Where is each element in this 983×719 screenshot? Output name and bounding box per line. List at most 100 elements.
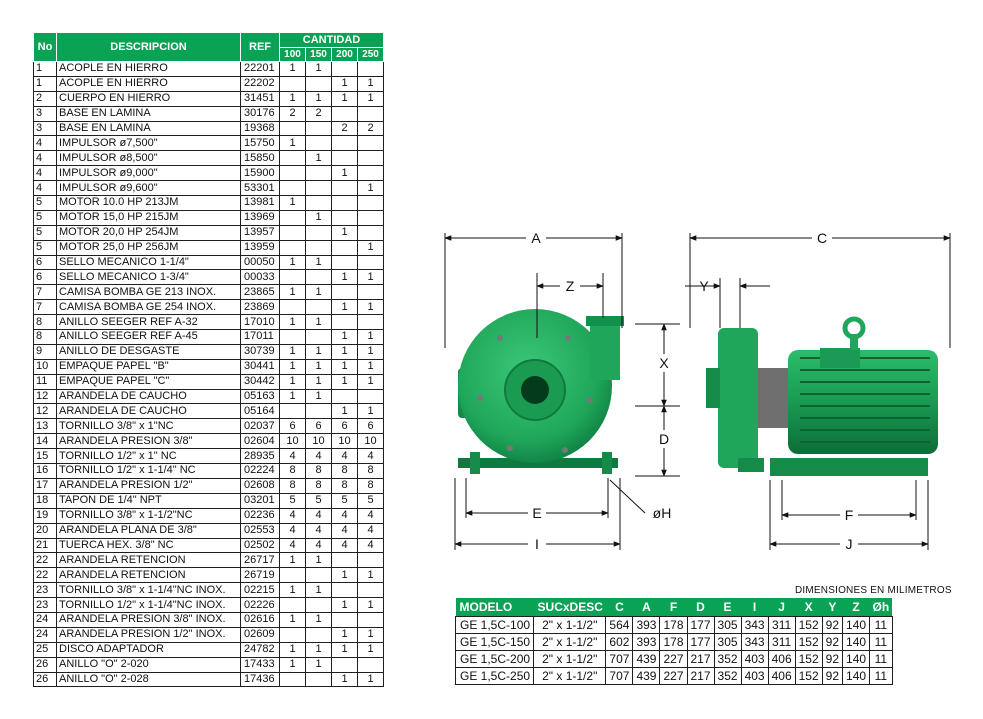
part-no-cell: 4: [33, 135, 57, 152]
part-quantity-cell: 1: [331, 403, 358, 420]
part-ref-cell: 15750: [240, 135, 280, 152]
part-description-cell: SELLO MECANICO 1-3/4": [56, 269, 241, 286]
part-no-cell: 1: [33, 75, 57, 92]
part-quantity-cell: [357, 611, 384, 628]
part-quantity-cell: 1: [305, 343, 332, 360]
part-description-cell: TORNILLO 3/8" x 1"NC: [56, 418, 241, 435]
part-quantity-cell: 10: [279, 433, 306, 450]
part-quantity-cell: [279, 239, 306, 256]
part-quantity-cell: 4: [357, 448, 384, 465]
part-ref-cell: 02553: [240, 522, 280, 539]
part-description-cell: CAMISA BOMBA GE 254 INOX.: [56, 299, 241, 316]
part-quantity-cell: 1: [331, 626, 358, 643]
model-cell: GE 1,5C-150: [454, 633, 535, 651]
part-quantity-cell: [357, 552, 384, 569]
part-quantity-cell: 5: [279, 492, 306, 509]
part-description-cell: ANILLO "O" 2-028: [56, 671, 241, 688]
dim-label-z: Z: [566, 278, 575, 294]
part-quantity-cell: [331, 209, 358, 226]
model-cell: GE 1,5C-100: [454, 616, 535, 634]
dim-label-h: øH: [653, 505, 672, 521]
part-quantity-cell: 10: [331, 433, 358, 450]
part-quantity-cell: [331, 180, 358, 197]
dimensions-header-cell: X: [795, 598, 823, 617]
part-no-cell: 19: [33, 507, 57, 524]
side-view-pump-motor: [706, 316, 938, 476]
part-ref-cell: 13969: [240, 209, 280, 226]
part-quantity-cell: 4: [331, 537, 358, 554]
part-ref-cell: 13981: [240, 195, 280, 211]
part-description-cell: ARANDELA PRESION 3/8": [56, 433, 241, 450]
part-quantity-cell: 4: [279, 448, 306, 465]
part-quantity-cell: [305, 239, 332, 256]
part-quantity-cell: 4: [357, 537, 384, 554]
dim-label-c: C: [817, 230, 827, 246]
part-quantity-cell: 1: [331, 269, 358, 286]
part-quantity-cell: [305, 180, 332, 197]
part-ref-cell: 23869: [240, 299, 280, 316]
part-no-cell: 4: [33, 165, 57, 182]
dimension-cell: 352: [713, 650, 742, 668]
part-no-cell: 13: [33, 418, 57, 435]
dim-label-d: D: [659, 431, 669, 447]
part-quantity-cell: 10: [357, 433, 384, 450]
part-quantity-cell: [279, 299, 306, 316]
part-ref-cell: 02502: [240, 537, 280, 554]
part-quantity-cell: 1: [305, 388, 332, 405]
part-no-cell: 7: [33, 284, 57, 301]
part-quantity-cell: [331, 105, 358, 122]
part-quantity-cell: [331, 656, 358, 673]
header-size-100: 100: [279, 47, 306, 62]
dimensions-header-cell: F: [659, 598, 687, 617]
part-description-cell: TORNILLO 1/2" x 1-1/4"NC INOX.: [56, 597, 241, 613]
part-no-cell: 7: [33, 299, 57, 316]
part-quantity-cell: 8: [357, 463, 384, 479]
dimension-cell: 92: [821, 616, 844, 634]
part-quantity-cell: 4: [305, 522, 332, 539]
part-quantity-cell: 1: [305, 61, 332, 77]
part-no-cell: 6: [33, 254, 57, 271]
part-ref-cell: 30739: [240, 343, 280, 360]
front-view-pump: [458, 309, 624, 474]
part-quantity-cell: 2: [331, 120, 358, 137]
part-quantity-cell: 1: [305, 254, 332, 271]
part-description-cell: IMPULSOR ø9,600": [56, 180, 241, 197]
part-quantity-cell: [305, 75, 332, 92]
dimension-cell: 439: [632, 650, 661, 668]
part-quantity-cell: 1: [279, 373, 306, 390]
dim-label-x: X: [659, 355, 669, 371]
dim-label-j: J: [846, 536, 853, 552]
dimensions-header-cell: Y: [822, 598, 843, 617]
part-quantity-cell: [331, 314, 358, 331]
part-no-cell: 1: [33, 61, 57, 77]
dimension-cell: 92: [821, 633, 844, 651]
dimension-cell: 177: [686, 616, 715, 634]
part-quantity-cell: 1: [357, 269, 384, 286]
part-ref-cell: 30442: [240, 373, 280, 390]
part-no-cell: 18: [33, 492, 57, 509]
part-quantity-cell: 1: [305, 284, 332, 301]
part-description-cell: ANILLO SEEGER REF A-32: [56, 314, 241, 331]
part-quantity-cell: [279, 120, 306, 137]
part-quantity-cell: 1: [279, 314, 306, 331]
part-quantity-cell: [331, 582, 358, 599]
part-no-cell: 16: [33, 463, 57, 479]
part-no-cell: 5: [33, 224, 57, 241]
part-ref-cell: 02608: [240, 477, 280, 494]
part-no-cell: 5: [33, 195, 57, 211]
part-ref-cell: 02037: [240, 418, 280, 435]
